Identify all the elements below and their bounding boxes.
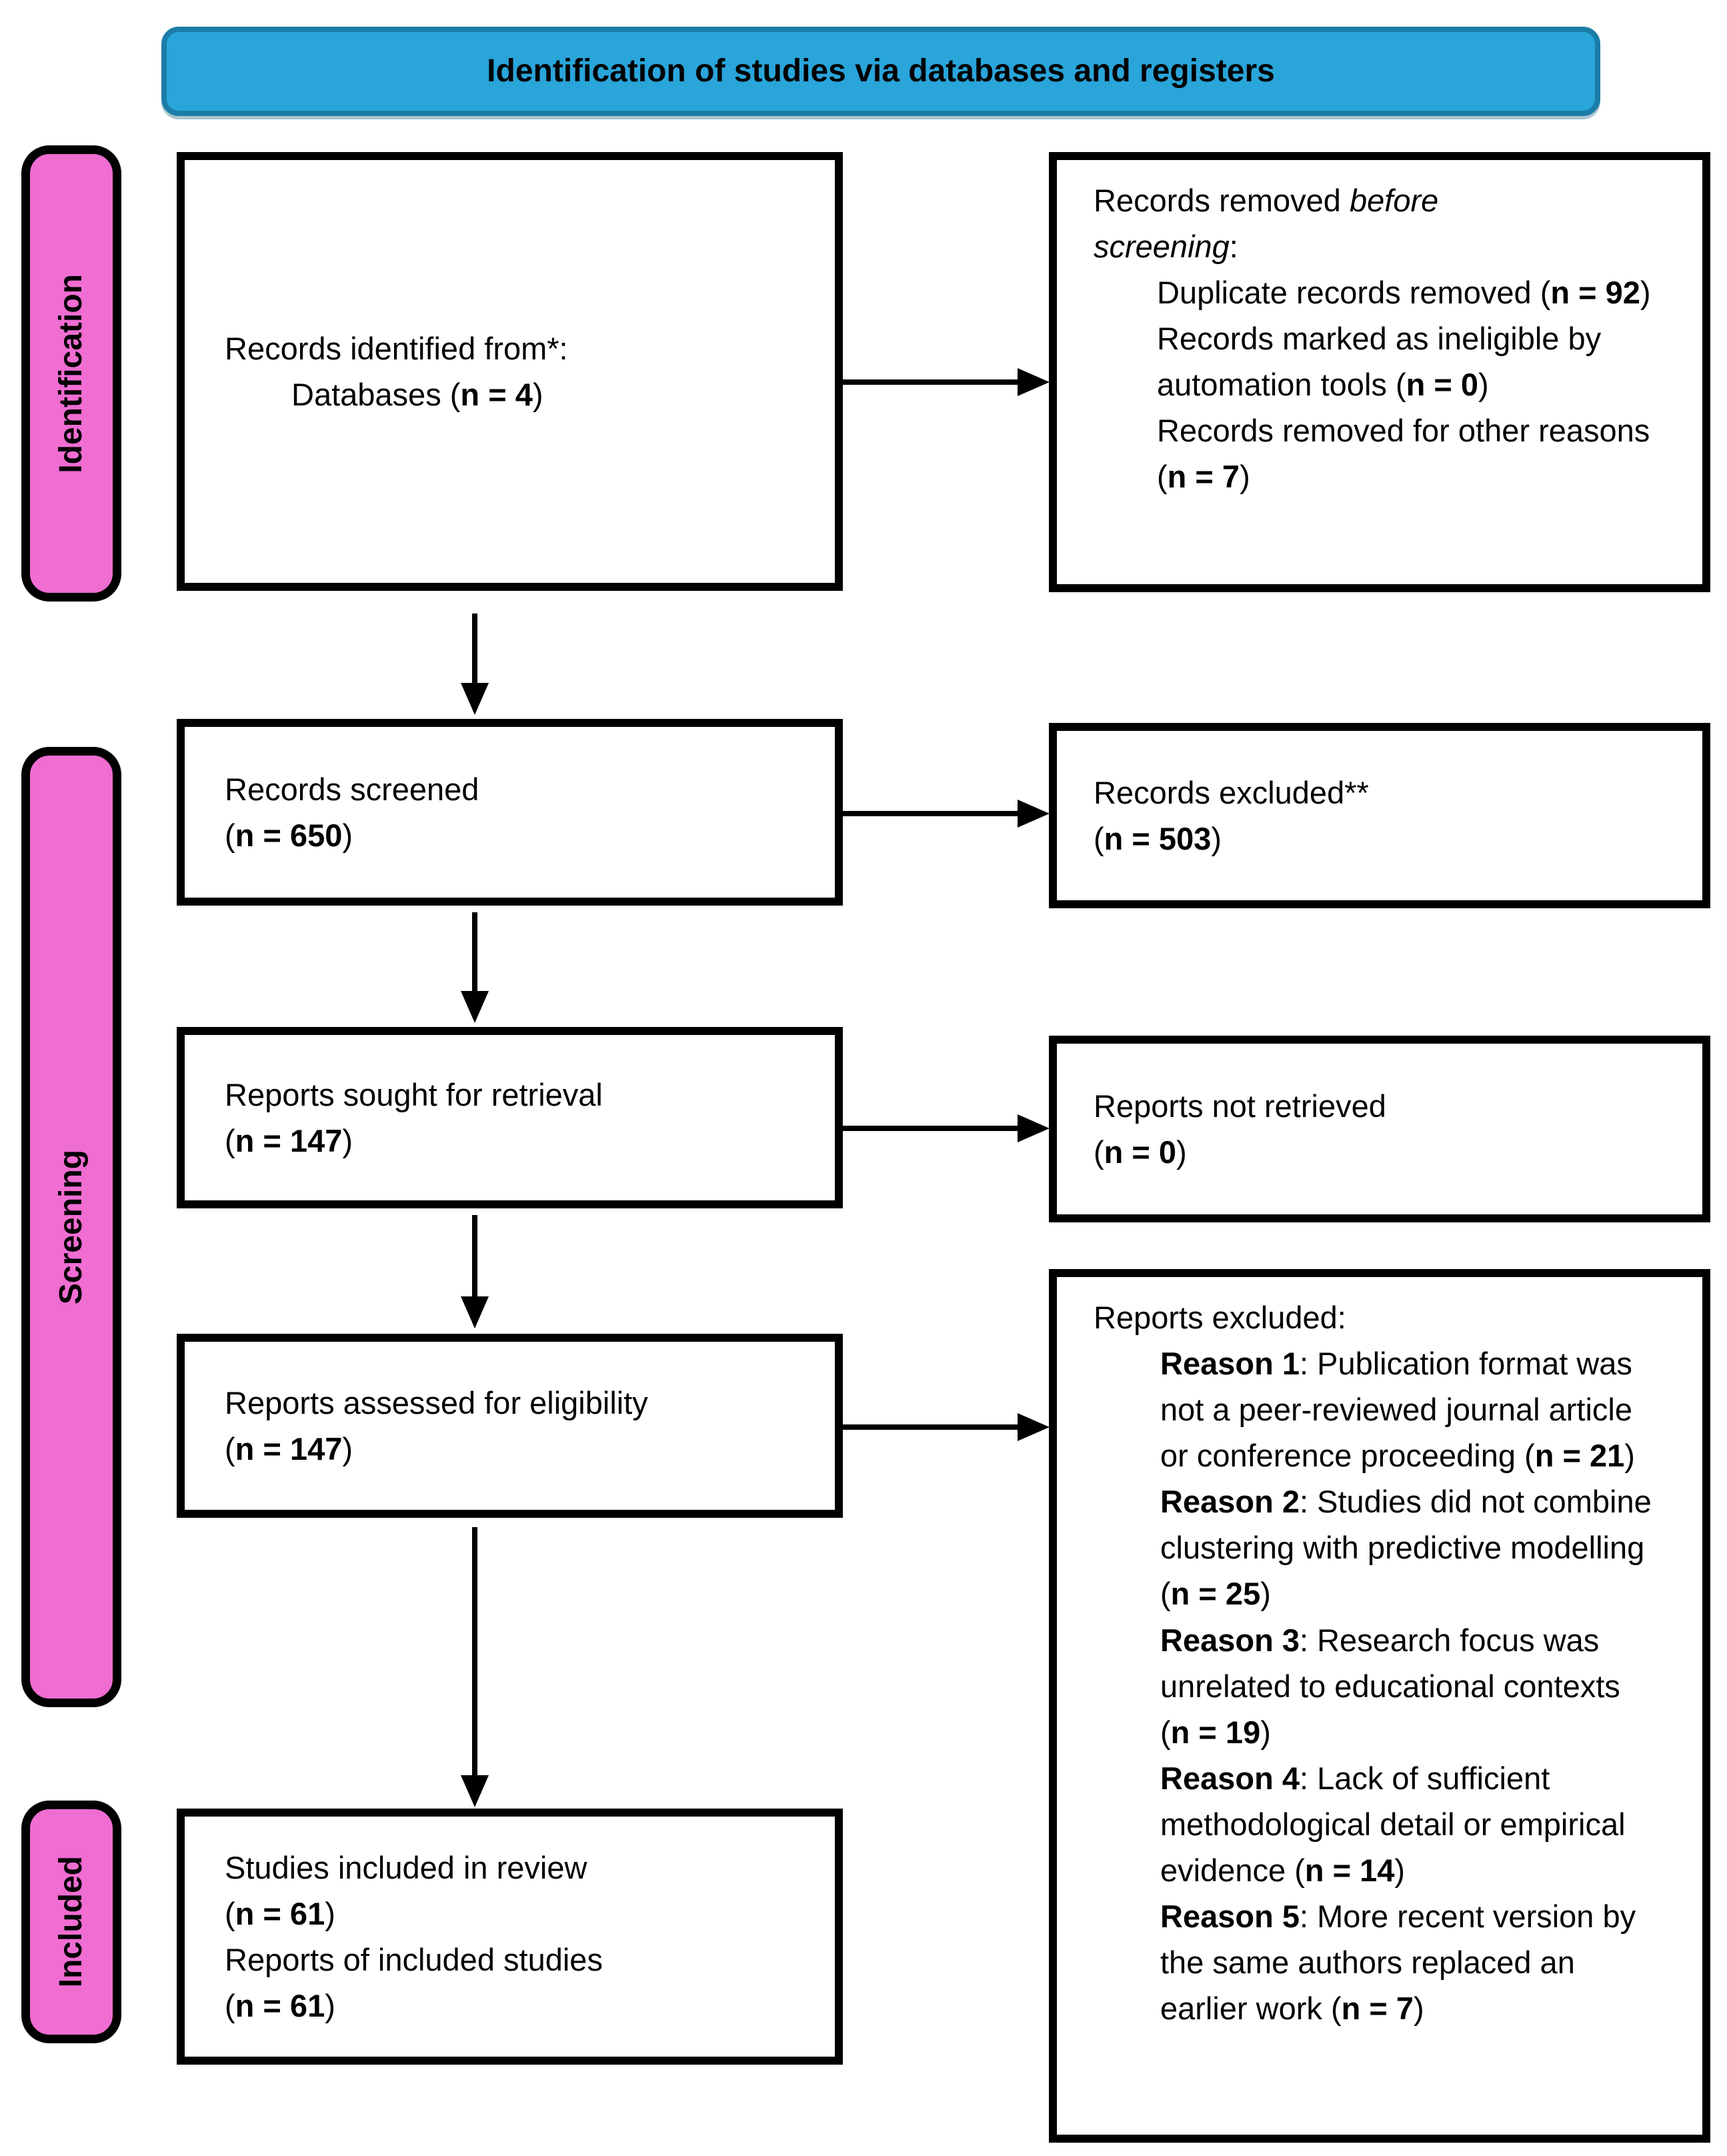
studies-included-line1: Studies included in review — [225, 1849, 587, 1885]
records-screened-box: Records screened (n = 650) — [177, 719, 843, 906]
right-arrow-sought-to-notretrieved — [841, 1114, 1050, 1142]
reports-assessed-count-line: (n = 147) — [225, 1431, 353, 1466]
reports-excluded-header: Reports excluded: — [1094, 1300, 1346, 1335]
records-screened-count-line: (n = 650) — [225, 818, 353, 853]
records-removed-item: Records removed for other reasons (n = 7… — [1157, 413, 1650, 495]
records-removed-item-count: n = 7 — [1167, 459, 1240, 495]
records-excluded-count-line: (n = 503) — [1094, 821, 1222, 856]
reason-count: n = 25 — [1170, 1576, 1261, 1612]
reason-count: n = 7 — [1341, 1991, 1414, 2027]
studies-included-line2: Reports of included studies — [225, 1942, 603, 1977]
diagram-title-banner: Identification of studies via databases … — [161, 27, 1600, 116]
records-removed-item-count: n = 0 — [1406, 367, 1479, 403]
right-arrow-identified-to-removed — [841, 368, 1050, 396]
reports-not-retrieved-line1: Reports not retrieved — [1094, 1088, 1386, 1124]
reports-excluded-reason: Reason 5: More recent version by the sam… — [1160, 1899, 1636, 2027]
reports-not-retrieved-count: n = 0 — [1104, 1134, 1177, 1170]
studies-included-count1: n = 61 — [235, 1895, 325, 1931]
reports-sought-box: Reports sought for retrieval (n = 147) — [177, 1027, 843, 1208]
records-excluded-count: n = 503 — [1104, 821, 1212, 856]
right-arrow-screened-to-excluded — [841, 800, 1050, 828]
reports-not-retrieved-box: Reports not retrieved (n = 0) — [1049, 1036, 1710, 1222]
reason-count: n = 21 — [1534, 1438, 1625, 1474]
records-removed-header-italic1: before — [1350, 183, 1439, 218]
reason-label: Reason 1 — [1160, 1346, 1300, 1382]
records-removed-list: Duplicate records removed (n = 92) Recor… — [1094, 269, 1666, 499]
records-excluded-box: Records excluded** (n = 503) — [1049, 723, 1710, 908]
reports-excluded-reason: Reason 4: Lack of sufficient methodologi… — [1160, 1760, 1626, 1888]
reports-assessed-box: Reports assessed for eligibility (n = 14… — [177, 1334, 843, 1518]
stage-label-screening: Screening — [21, 747, 121, 1707]
records-removed-header-italic2: screening — [1094, 229, 1230, 265]
reports-assessed-line1: Reports assessed for eligibility — [225, 1384, 648, 1420]
reason-label: Reason 2 — [1160, 1484, 1300, 1520]
records-identified-line2: Databases (n = 4) — [291, 377, 543, 412]
reports-sought-line1: Reports sought for retrieval — [225, 1076, 603, 1112]
reports-excluded-reason: Reason 1: Publication format was not a p… — [1160, 1346, 1635, 1474]
stage-label-included: Included — [21, 1801, 121, 2043]
records-removed-item: Records marked as ineligible by automati… — [1157, 321, 1602, 403]
reports-assessed-count: n = 147 — [235, 1431, 343, 1466]
records-excluded-line1: Records excluded** — [1094, 774, 1369, 810]
records-identified-count: n = 4 — [460, 377, 533, 412]
studies-included-count2-line: (n = 61) — [225, 1988, 335, 2024]
down-arrow-screened-to-sought — [461, 912, 489, 1023]
stage-label-included-text: Included — [53, 1856, 89, 1988]
records-identified-line1: Records identified from*: — [225, 330, 568, 366]
reason-label: Reason 4 — [1160, 1760, 1300, 1796]
down-arrow-sought-to-assessed — [461, 1215, 489, 1328]
down-arrow-identified-to-screened — [461, 614, 489, 715]
studies-included-count2: n = 61 — [235, 1988, 325, 2024]
reports-not-retrieved-count-line: (n = 0) — [1094, 1134, 1187, 1170]
diagram-title: Identification of studies via databases … — [487, 53, 1275, 89]
right-arrow-assessed-to-reportsexcluded — [841, 1413, 1050, 1441]
records-screened-count: n = 650 — [235, 818, 343, 853]
reports-excluded-reasons-list: Reason 1: Publication format was not a p… — [1094, 1340, 1662, 2031]
records-removed-item-count: n = 92 — [1550, 275, 1640, 311]
records-removed-item: Duplicate records removed (n = 92) — [1157, 275, 1651, 311]
records-identified-box: Records identified from*: Databases (n =… — [177, 152, 843, 591]
studies-included-box: Studies included in review (n = 61) Repo… — [177, 1809, 843, 2065]
studies-included-count1-line: (n = 61) — [225, 1895, 335, 1931]
reason-count: n = 19 — [1170, 1714, 1261, 1750]
stage-label-identification-text: Identification — [53, 273, 89, 473]
reports-excluded-reason: Reason 3: Research focus was unrelated t… — [1160, 1622, 1620, 1750]
records-screened-line1: Records screened — [225, 771, 479, 807]
stage-label-identification: Identification — [21, 145, 121, 602]
reports-excluded-reason: Reason 2: Studies did not combine cluste… — [1160, 1484, 1652, 1612]
reports-sought-count: n = 147 — [235, 1123, 343, 1158]
down-arrow-assessed-to-included — [461, 1527, 489, 1807]
reason-label: Reason 5 — [1160, 1899, 1300, 1935]
reason-count: n = 14 — [1304, 1852, 1395, 1888]
reason-label: Reason 3 — [1160, 1622, 1300, 1658]
stage-label-screening-text: Screening — [53, 1149, 89, 1305]
reports-excluded-box: Reports excluded: Reason 1: Publication … — [1049, 1269, 1710, 2143]
reports-sought-count-line: (n = 147) — [225, 1123, 353, 1158]
